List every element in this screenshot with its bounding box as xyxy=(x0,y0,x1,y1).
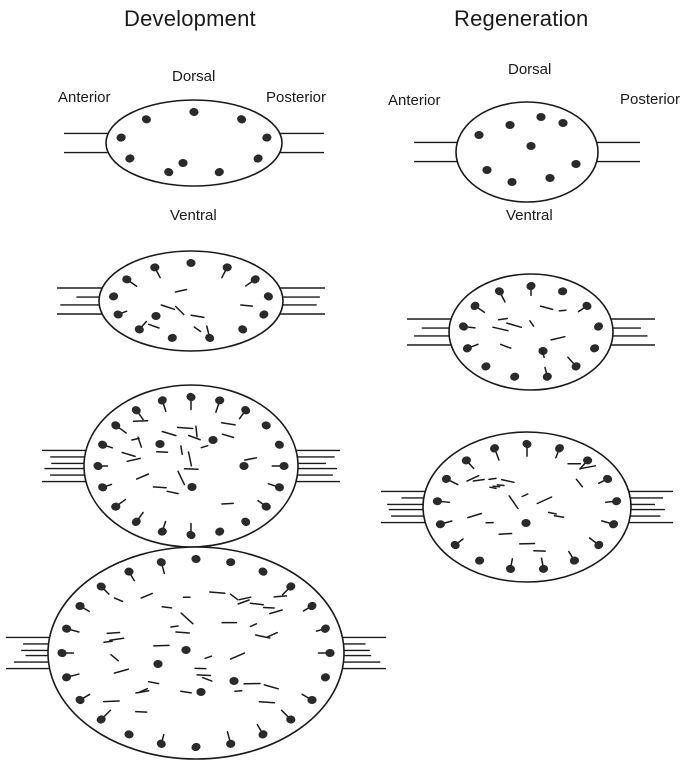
vesicle-outline xyxy=(456,102,598,202)
cell xyxy=(536,113,545,121)
cell xyxy=(178,159,187,167)
cell xyxy=(526,142,535,150)
cell xyxy=(151,312,160,320)
cell xyxy=(229,677,238,685)
cell xyxy=(239,462,248,470)
fiber xyxy=(107,633,119,634)
fiber xyxy=(153,487,166,488)
cell xyxy=(474,131,483,139)
fiber xyxy=(185,469,199,470)
cell xyxy=(75,602,84,610)
fiber xyxy=(493,486,500,487)
cell xyxy=(208,436,217,444)
cell xyxy=(196,688,205,696)
fiber xyxy=(222,503,233,504)
fiber xyxy=(176,632,189,633)
cell xyxy=(482,166,491,174)
cell xyxy=(187,483,196,491)
cell xyxy=(325,649,334,657)
fiber xyxy=(559,310,565,311)
cell xyxy=(505,121,514,129)
cell xyxy=(307,696,316,704)
fiber xyxy=(136,712,147,713)
fiber xyxy=(235,691,242,692)
fiber xyxy=(497,485,504,486)
cell xyxy=(558,119,567,127)
fiber xyxy=(171,626,178,627)
vesicle-panel-development-1 xyxy=(64,100,324,186)
cell xyxy=(153,660,162,668)
fiber xyxy=(134,421,148,422)
fiber xyxy=(489,478,496,479)
vesicle-panel-regeneration-2 xyxy=(407,274,655,390)
fiber xyxy=(197,675,210,676)
cell xyxy=(507,178,516,186)
cell xyxy=(545,174,554,182)
vesicle-panel-development-4 xyxy=(6,547,386,759)
fiber xyxy=(104,701,119,702)
cell xyxy=(521,519,530,527)
cell xyxy=(155,440,164,448)
fiber xyxy=(274,596,286,597)
vesicle-panel-development-3 xyxy=(42,385,340,547)
vesicle-outline xyxy=(48,547,344,759)
vesicle-panel-development-2 xyxy=(57,251,325,351)
vesicle-panel-regeneration-3 xyxy=(381,432,673,582)
cell xyxy=(571,160,580,168)
fiber xyxy=(264,608,274,609)
cell xyxy=(181,646,190,654)
fiber xyxy=(499,534,512,535)
fiber xyxy=(154,645,169,646)
vesicle-panel-regeneration-1 xyxy=(414,102,640,202)
